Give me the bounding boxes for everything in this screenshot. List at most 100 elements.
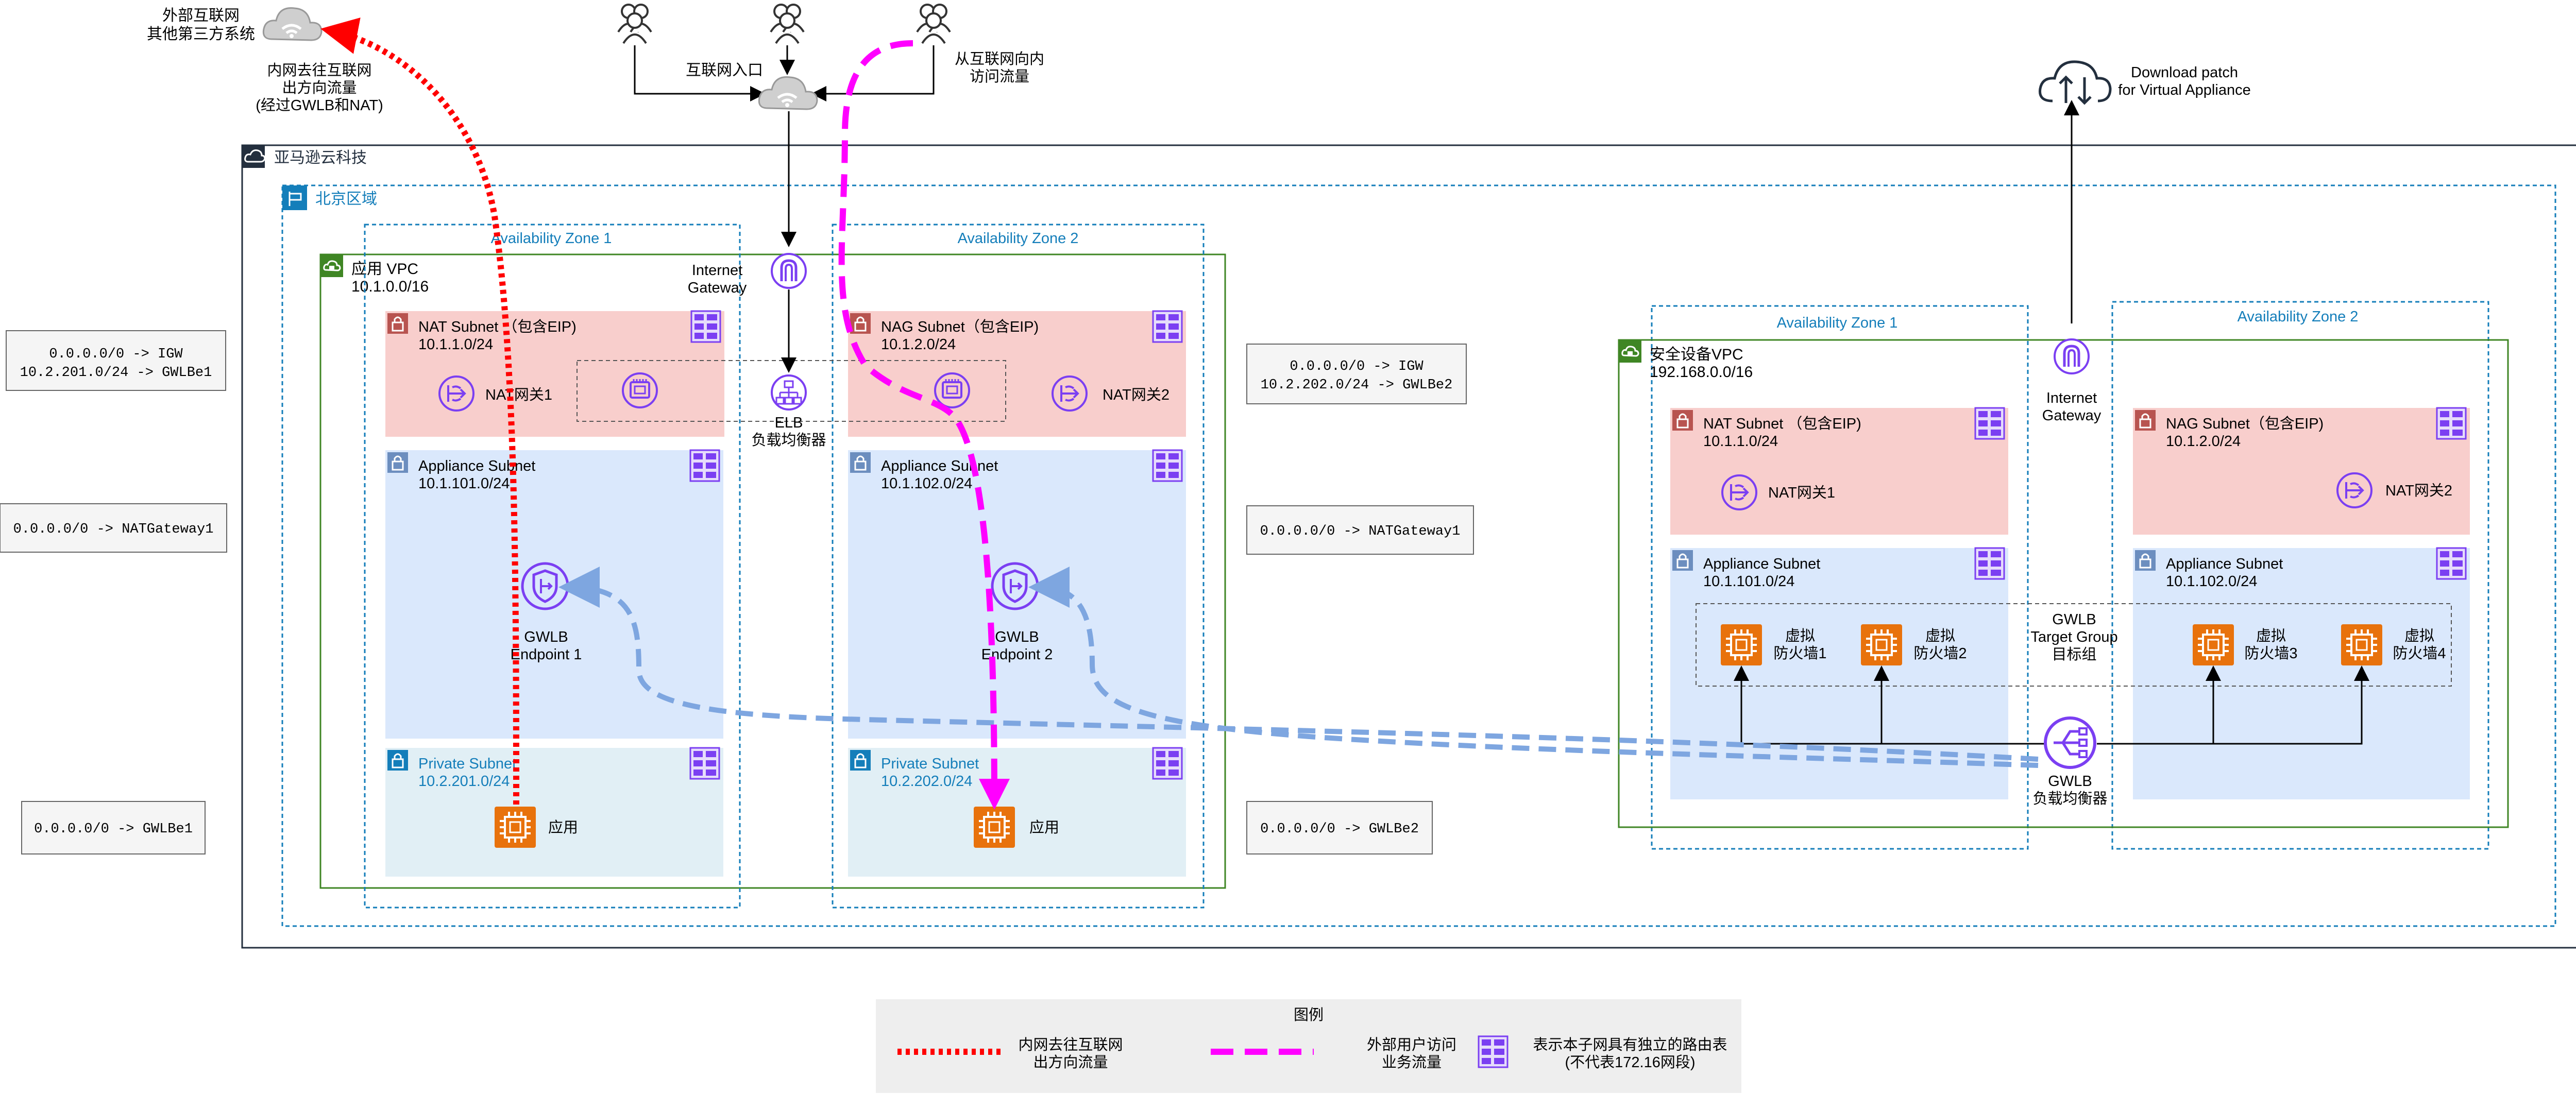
virtual-firewall-1-label-line2: 防火墙1 bbox=[1773, 645, 1826, 662]
legend-inbound-label-line2: 业务流量 bbox=[1382, 1054, 1442, 1071]
app-nat-subnet-2-route-table-icon bbox=[1152, 310, 1183, 343]
external-cloud-icon bbox=[263, 8, 321, 41]
app-vpc-boundary bbox=[319, 253, 1226, 889]
app-appliance-subnet-2 bbox=[848, 450, 1186, 739]
legend-title: 图例 bbox=[1294, 1006, 1324, 1023]
elb-label-line2: 负载均衡器 bbox=[751, 432, 826, 449]
target-group-label-line2: Target Group bbox=[2030, 629, 2117, 645]
app-server-2-label: 应用 bbox=[1029, 819, 1059, 836]
internet-entry-cloud-icon bbox=[759, 77, 817, 110]
external-internet-label: 外部互联网 bbox=[162, 7, 240, 24]
app-nat-gateway-1-label: NAT网关1 bbox=[485, 386, 552, 403]
app-vpc-icon bbox=[319, 253, 344, 278]
route-table-box-1: 0.0.0.0/0 -> IGW 10.2.201.0/24 -> GWLBe1 bbox=[6, 330, 226, 391]
app-nat-subnet-1-lock-icon bbox=[386, 312, 409, 335]
sec-vpc-name: 安全设备VPC bbox=[1650, 346, 1743, 363]
outbound-note-line3: (经过GWLB和NAT) bbox=[256, 97, 383, 114]
route-table-box-2: 0.0.0.0/0 -> IGW 10.2.202.0/24 -> GWLBe2 bbox=[1246, 344, 1467, 404]
app-appliance-subnet-2-route-table-icon bbox=[1152, 449, 1183, 482]
external-thirdparty-label: 其他第三方系统 bbox=[147, 26, 255, 43]
app-private-subnet-1-cidr: 10.2.201.0/24 bbox=[418, 773, 510, 790]
inbound-traffic-flow bbox=[838, 40, 1010, 810]
legend-outbound-label-line1: 内网去往互联网 bbox=[1018, 1036, 1123, 1053]
sec-nat-subnet-2 bbox=[2133, 408, 2470, 535]
user3-connector bbox=[811, 45, 935, 101]
app-server-2-icon bbox=[973, 806, 1016, 849]
elb-icon bbox=[771, 374, 807, 411]
account-boundary bbox=[241, 144, 2576, 949]
app-appliance-subnet-2-lock-icon bbox=[849, 451, 872, 474]
gwlb-endpoint-1-tunnel bbox=[558, 567, 2039, 762]
sec-nat-subnet-2-name: NAG Subnet（包含EIP) bbox=[2166, 415, 2324, 432]
user-group-icon-1 bbox=[617, 4, 652, 44]
virtual-firewall-3-label-line1: 虚拟 bbox=[2256, 627, 2286, 644]
sec-vpc-icon bbox=[1618, 339, 1642, 364]
app-nat-subnet-2-name: NAG Subnet（包含EIP) bbox=[881, 318, 1039, 335]
gwlb-endpoint-2-label-line1: GWLB bbox=[995, 629, 1039, 645]
inbound-note-line1: 从互联网向内 bbox=[955, 50, 1044, 67]
legend-outbound-label-line2: 出方向流量 bbox=[1033, 1054, 1108, 1071]
app-private-subnet-2-lock-icon bbox=[849, 749, 872, 772]
legend-route-table-label-line2: (不代表172.16网段) bbox=[1565, 1054, 1695, 1071]
route-table-2-line2: 10.2.202.0/24 -> GWLBe2 bbox=[1261, 378, 1453, 393]
sec-nat-subnet-1-lock-icon bbox=[1671, 409, 1694, 432]
app-nat-subnet-2-cidr: 10.1.2.0/24 bbox=[881, 336, 956, 353]
virtual-firewall-2-label-line2: 防火墙2 bbox=[1913, 645, 1967, 662]
route-table-5-text: 0.0.0.0/0 -> GWLBe1 bbox=[34, 822, 193, 837]
route-table-1-line2: 10.2.201.0/24 -> GWLBe1 bbox=[20, 365, 212, 381]
app-nat-subnet-1 bbox=[385, 311, 724, 437]
sec-nat-subnet-2-cidr: 10.1.2.0/24 bbox=[2166, 433, 2241, 450]
app-private-subnet-2-route-table-icon bbox=[1152, 747, 1183, 780]
app-nat-gateway-2-label: NAT网关2 bbox=[1103, 386, 1170, 403]
legend-inbound-label-line1: 外部用户访问 bbox=[1367, 1036, 1456, 1053]
virtual-firewall-3-icon bbox=[2192, 623, 2235, 666]
route-table-2-line1: 0.0.0.0/0 -> IGW bbox=[1290, 359, 1423, 374]
route-table-3-text: 0.0.0.0/0 -> NATGateway1 bbox=[13, 522, 214, 537]
virtual-firewall-2-label-line1: 虚拟 bbox=[1925, 627, 1955, 644]
app-nat-subnet-1-cidr: 10.1.1.0/24 bbox=[418, 336, 493, 353]
app-appliance-subnet-1-lock-icon bbox=[386, 451, 409, 474]
sec-az2-label: Availability Zone 2 bbox=[2238, 309, 2359, 325]
gwlb-to-firewall-4-connector bbox=[2097, 665, 2369, 745]
sec-nat-subnet-1-cidr: 10.1.1.0/24 bbox=[1703, 433, 1778, 450]
sec-vpc-boundary bbox=[1618, 339, 2509, 828]
virtual-firewall-2-icon bbox=[1860, 623, 1903, 666]
gwlb-endpoint-1-label-line1: GWLB bbox=[524, 629, 568, 645]
gwlb-label-line1: GWLB bbox=[2048, 773, 2092, 790]
sec-appliance-subnet-1-name: Appliance Subnet bbox=[1703, 556, 1820, 572]
sec-nat-subnet-1-name: NAT Subnet （包含EIP) bbox=[1703, 415, 1861, 432]
app-igw-label-line1: Internet bbox=[692, 262, 742, 279]
app-nat-subnet-2-lock-icon bbox=[849, 312, 872, 335]
sec-appliance-subnet-2-cidr: 10.1.102.0/24 bbox=[2166, 573, 2257, 590]
sec-nat-subnet-2-lock-icon bbox=[2134, 409, 2157, 432]
app-server-1-label: 应用 bbox=[548, 819, 578, 836]
app-private-subnet-1 bbox=[385, 748, 723, 877]
user1-connector bbox=[634, 45, 766, 101]
sec-nat-subnet-1-route-table-icon bbox=[1974, 407, 2005, 440]
gwlb-label-line2: 负载均衡器 bbox=[2032, 790, 2107, 807]
route-table-6-text: 0.0.0.0/0 -> GWLBe2 bbox=[1260, 822, 1419, 837]
inbound-note-line2: 访问流量 bbox=[970, 68, 1029, 85]
sec-nat-gateway-1-label: NAT网关1 bbox=[1768, 484, 1835, 501]
legend-route-table-label-line1: 表示本子网具有独立的路由表 bbox=[1533, 1036, 1727, 1053]
route-table-box-5: 0.0.0.0/0 -> GWLBe1 bbox=[21, 801, 206, 854]
route-table-box-3: 0.0.0.0/0 -> NATGateway1 bbox=[0, 503, 227, 553]
sec-appliance-subnet-2-route-table-icon bbox=[2436, 547, 2467, 580]
sec-nat-subnet-1 bbox=[1670, 408, 2008, 535]
app-private-subnet-1-lock-icon bbox=[386, 749, 409, 772]
sec-vpc-cidr: 192.168.0.0/16 bbox=[1650, 364, 1753, 381]
virtual-firewall-4-label-line1: 虚拟 bbox=[2404, 627, 2434, 644]
region-boundary bbox=[281, 184, 2556, 927]
sec-az2-boundary bbox=[2111, 301, 2489, 850]
patch-label-line1: Download patch bbox=[2131, 64, 2238, 81]
target-group-label-line1: GWLB bbox=[2052, 611, 2096, 628]
sec-nat-subnet-2-route-table-icon bbox=[2436, 407, 2467, 440]
sec-az1-label: Availability Zone 1 bbox=[1777, 315, 1898, 331]
app-az1-boundary bbox=[364, 224, 741, 909]
app-private-subnet-2-cidr: 10.2.202.0/24 bbox=[881, 773, 972, 790]
app-vpc-cidr: 10.1.0.0/16 bbox=[351, 278, 429, 295]
app-az2-label: Availability Zone 2 bbox=[958, 230, 1079, 247]
sec-appliance-subnet-2-name: Appliance Subnet bbox=[2166, 556, 2283, 572]
